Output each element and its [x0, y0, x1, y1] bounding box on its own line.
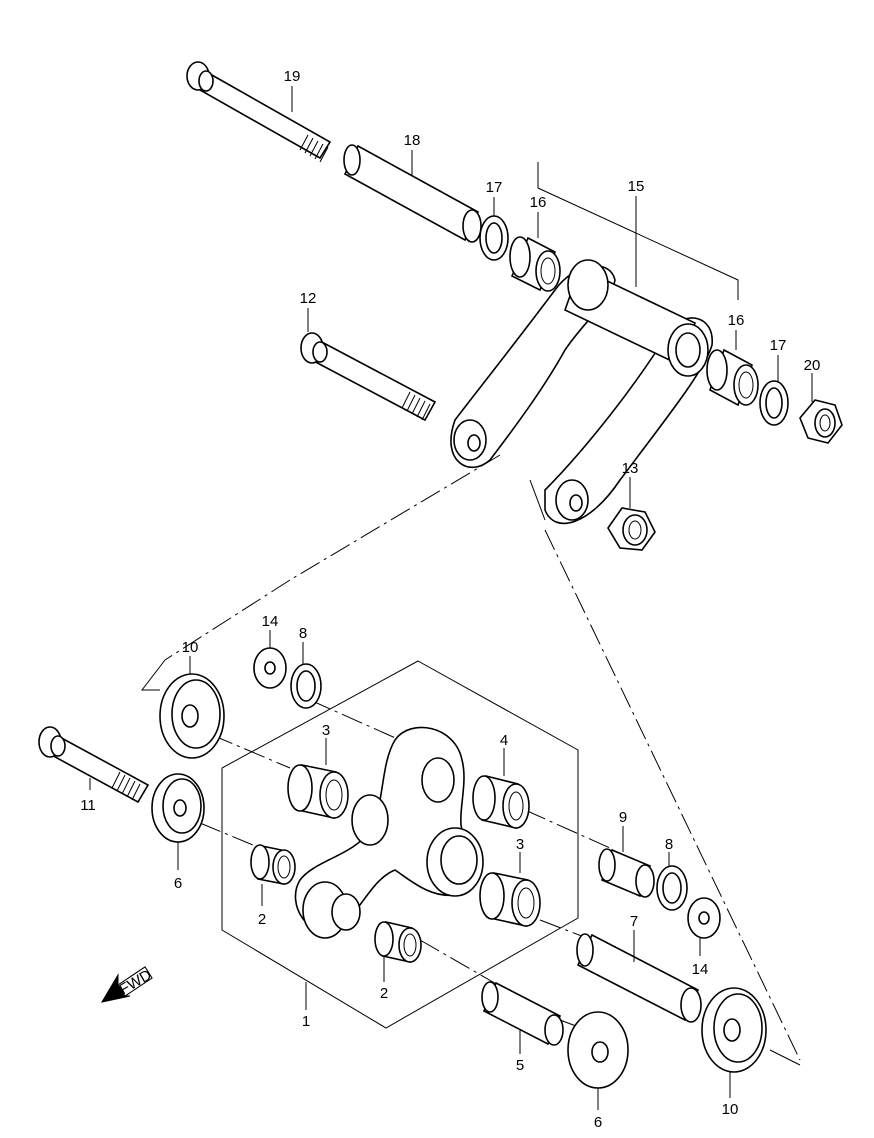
- linkage-arm-15: [450, 259, 713, 525]
- bolt-19: [186, 61, 332, 163]
- washer-6-left: [151, 773, 205, 843]
- callout-labels: 19 18 17 15 16 12 16 17 20 13 14 8 10 3 …: [80, 68, 820, 1131]
- callout-4: 4: [500, 732, 508, 749]
- callout-10-left: 10: [182, 639, 199, 656]
- seal-8-lower: [656, 865, 688, 911]
- sleeve-18: [343, 144, 482, 243]
- callout-1: 1: [302, 1013, 310, 1030]
- spacer-9: [598, 848, 655, 898]
- washer-10-right: [701, 987, 767, 1073]
- bearing-2-upper: [250, 844, 296, 885]
- callout-15: 15: [628, 178, 645, 195]
- callout-11: 11: [80, 797, 96, 814]
- callout-10-right: 10: [722, 1101, 739, 1118]
- callout-5: 5: [516, 1057, 524, 1074]
- washer-17-left: [479, 215, 509, 261]
- spacer-5: [481, 981, 564, 1046]
- upper-group-bracket: [537, 162, 739, 300]
- washer-17-right: [759, 380, 789, 426]
- callout-2-upper: 2: [258, 911, 266, 928]
- bolt-11: [38, 726, 150, 804]
- fwd-arrow-icon: FWD: [100, 966, 155, 1003]
- washer-6-bottom: [567, 1011, 629, 1089]
- callout-9: 9: [619, 809, 627, 826]
- callout-17-upper-left: 17: [486, 179, 503, 196]
- callout-7: 7: [630, 913, 638, 930]
- leader-lines: [89, 86, 813, 1110]
- callout-16-right: 16: [728, 312, 745, 329]
- callout-19: 19: [284, 68, 301, 85]
- alignment-lines: [140, 454, 801, 1066]
- nut-13: [607, 507, 656, 551]
- callout-8-lower: 8: [665, 836, 673, 853]
- bolt-12: [300, 332, 437, 422]
- callout-3-upper: 3: [322, 722, 330, 739]
- callout-3-lower: 3: [516, 836, 524, 853]
- bearing-4: [472, 774, 530, 829]
- seal-8-upper: [290, 663, 322, 709]
- callout-18: 18: [404, 132, 421, 149]
- callout-12: 12: [300, 290, 317, 307]
- assembly-hexagon-outline: [221, 660, 579, 1029]
- washer-14-lower: [687, 897, 721, 939]
- collar-7: [576, 933, 702, 1023]
- bearing-16-right: [706, 348, 759, 407]
- callout-17-right: 17: [770, 337, 787, 354]
- bearing-16-left: [509, 236, 561, 292]
- callout-6-bottom: 6: [594, 1114, 602, 1131]
- nut-20: [799, 399, 843, 444]
- callout-13: 13: [622, 460, 639, 477]
- callout-8-upper: 8: [299, 625, 307, 642]
- callout-14-upper: 14: [262, 613, 279, 630]
- callout-16-upper-left: 16: [530, 194, 547, 211]
- callout-2-lower: 2: [380, 985, 388, 1002]
- bearing-2-lower: [374, 921, 422, 963]
- bearing-3-lower: [479, 872, 541, 927]
- washer-10-left: [159, 673, 225, 759]
- fwd-label: FWD: [116, 966, 154, 998]
- callout-14-lower: 14: [692, 961, 709, 978]
- callout-20: 20: [804, 357, 821, 374]
- callout-6-left: 6: [174, 875, 182, 892]
- rocker-arm: [294, 726, 484, 939]
- washer-14-upper: [253, 647, 287, 689]
- bearing-3-upper: [287, 764, 349, 819]
